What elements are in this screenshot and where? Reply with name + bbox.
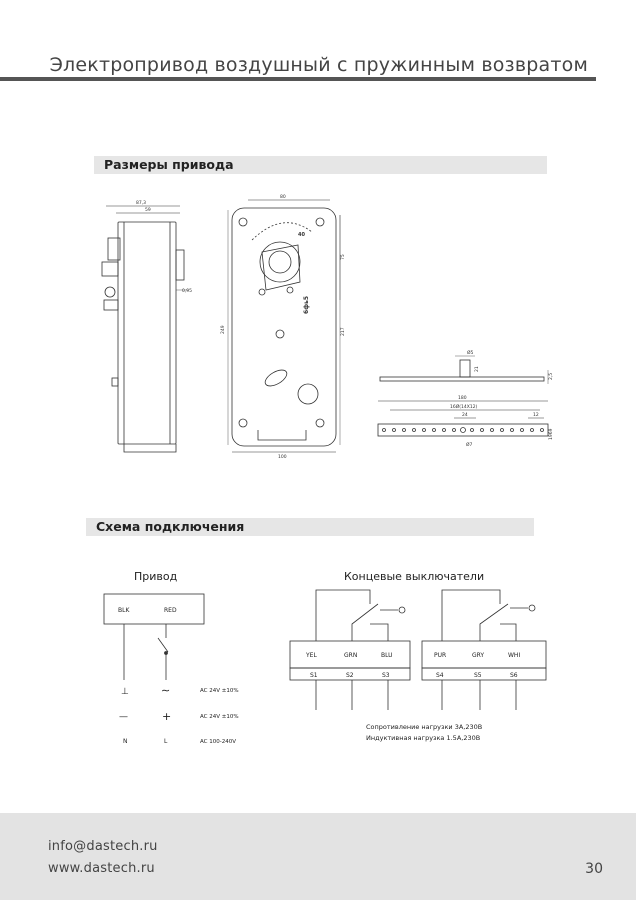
dim-bracket-top: Ø5: [467, 349, 474, 356]
wire-pur: PUR: [434, 652, 446, 659]
dim-side-body: 59: [145, 207, 151, 213]
terminal-blk: BLK: [118, 607, 130, 614]
dim-rail-center: 24: [462, 412, 468, 418]
load-note-resistive: Сопротивление нагрузки 3A,230B: [366, 723, 482, 731]
wire-grn: GRN: [344, 652, 357, 659]
dim-rail-hole: Ø7: [466, 441, 473, 448]
voltage-label-3: AC 100-240V: [200, 739, 236, 745]
footer: [0, 813, 636, 900]
dim-bracket-right: 2,5: [548, 373, 554, 380]
page-number: 30: [585, 861, 603, 877]
wire-whi: WHI: [508, 652, 520, 659]
dim-bracket-h: 21: [474, 366, 480, 372]
actuator-wiring-diagram: [103, 593, 205, 680]
limit-switches-diagram: [289, 589, 547, 710]
dim-front-height: 249: [220, 325, 226, 334]
front-view-drawing: [227, 199, 341, 453]
header-rule: [0, 77, 596, 81]
terminal-s1: S1: [310, 672, 318, 679]
dim-front-upper: 75: [340, 254, 346, 260]
load-note-inductive: Индуктивная нагрузка 1.5A,230B: [366, 734, 480, 742]
dim-rail-side: 1969: [548, 428, 554, 440]
symbol-row3-right: L: [164, 738, 168, 745]
symbol-row1-left: ⊥: [121, 687, 129, 697]
rail-drawing: [377, 400, 549, 437]
wire-blu: BLU: [381, 652, 393, 659]
section-title-wiring: Схема подключения: [86, 518, 534, 536]
wire-gry: GRY: [472, 652, 484, 659]
voltage-label-2: AC 24V ±10%: [200, 714, 239, 720]
terminal-s2: S2: [346, 672, 354, 679]
terminal-s3: S3: [382, 672, 390, 679]
symbol-row2-right: +: [162, 710, 171, 723]
dim-front-top: 80: [280, 194, 286, 200]
side-view-drawing: [101, 205, 188, 453]
dim-front-bottom: 100: [278, 454, 287, 460]
footer-website-link[interactable]: www.dastech.ru: [48, 861, 155, 876]
page-title: Электропривод воздушный с пружинным возв…: [49, 54, 588, 76]
dim-rail-pitch: 16Ø(14X12): [450, 403, 478, 410]
dim-rail-length: 180: [458, 395, 467, 401]
footer-email-link[interactable]: info@dastech.ru: [48, 839, 158, 854]
bracket-drawing: [379, 355, 549, 384]
section-title-dimensions: Размеры привода: [94, 156, 547, 174]
symbol-row1-right: ∼: [161, 684, 170, 697]
voltage-label-1: AC 24V ±10%: [200, 688, 239, 694]
dim-rail-end: 12: [533, 412, 539, 418]
dim-front-lower: 217: [340, 327, 346, 336]
terminal-red: RED: [164, 607, 177, 614]
terminal-s5: S5: [474, 672, 482, 679]
dim-side-small: 0,95: [182, 288, 192, 294]
front-scale-label: 40: [298, 232, 305, 238]
terminal-s4: S4: [436, 672, 444, 679]
wire-yel: YEL: [305, 652, 317, 659]
symbol-row3-left: N: [123, 738, 128, 745]
actuator-title: Привод: [134, 570, 178, 583]
switches-title: Концевые выключатели: [344, 570, 484, 583]
dim-side-total: 87,3: [136, 200, 146, 206]
front-logo: 6фь5: [303, 296, 310, 314]
symbol-row2-left: —: [119, 712, 128, 722]
terminal-s6: S6: [510, 672, 518, 679]
